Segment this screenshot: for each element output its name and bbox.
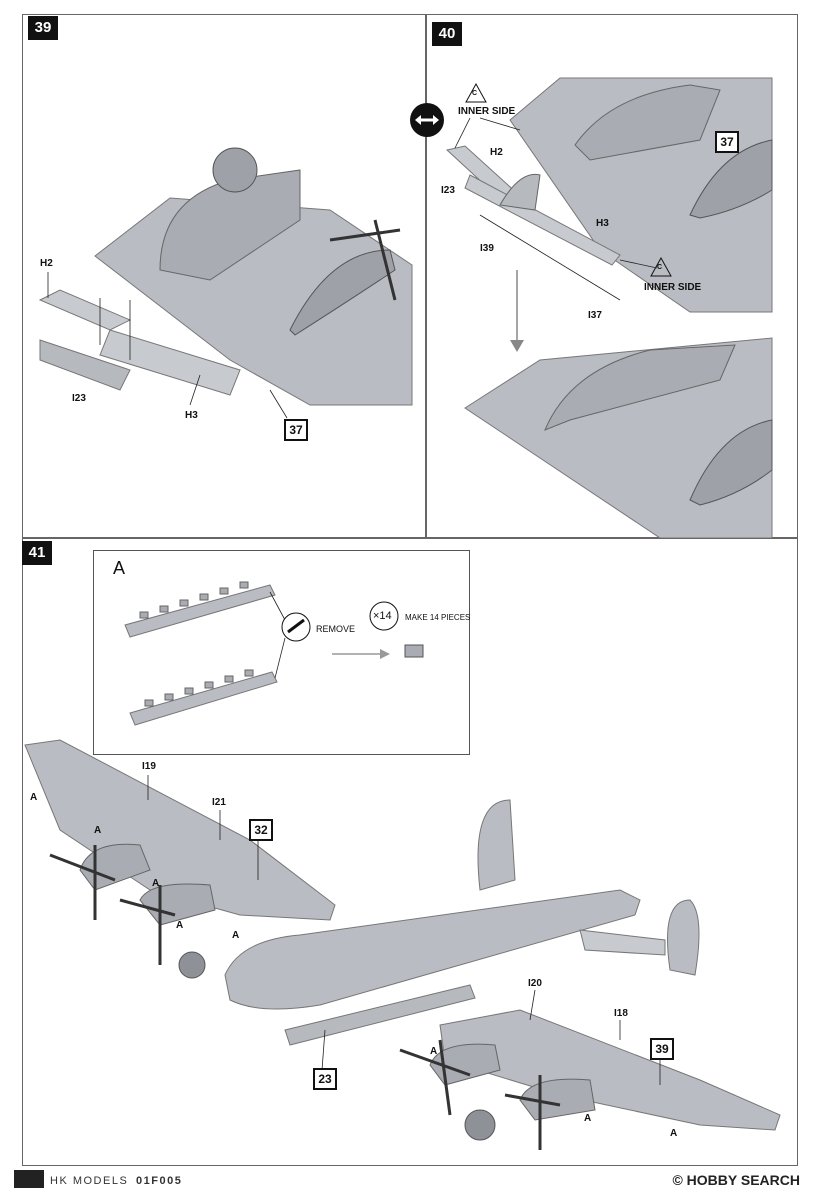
step-40-label-i23: I23	[441, 185, 455, 196]
step-41-a-engine-4: A	[232, 930, 240, 941]
brand-logo	[14, 1170, 44, 1188]
subassembly-a-label: A	[113, 558, 126, 578]
step-41-a-right-1: A	[430, 1046, 438, 1057]
step-40-label-i39: I39	[480, 243, 494, 254]
mirror-symmetry-icon	[410, 103, 444, 137]
step-40-label-h3: H3	[596, 218, 609, 229]
step-41-ref-23: 23	[313, 1068, 337, 1090]
footer-code: 01F005	[136, 1175, 183, 1187]
step-41-a-engine-1: A	[94, 825, 102, 836]
step-39-panel	[22, 14, 426, 538]
step-41-a-engine-3: A	[176, 920, 184, 931]
step-40-ref-37: 37	[715, 131, 739, 153]
step-41-ref-32: 32	[249, 819, 273, 841]
step-40-label-i37: I37	[588, 310, 602, 321]
multiplier-text: ×14	[373, 610, 392, 622]
step-39-ref-37: 37	[284, 419, 308, 441]
step-40-inner-side-badge-bottom: C	[657, 264, 663, 271]
step-40-inner-side-text-bottom: INNER SIDE	[644, 282, 702, 293]
step-41-number: 41	[22, 541, 52, 565]
step-41-label-i21: I21	[212, 797, 226, 808]
remove-text: REMOVE	[316, 624, 356, 634]
make-pieces-text: MAKE 14 PIECES	[405, 613, 471, 622]
step-40-inner-side-text-top: INNER SIDE	[458, 106, 516, 117]
step-41-label-i18: I18	[614, 1008, 628, 1019]
step-41-a-right-2: A	[584, 1113, 592, 1124]
step-39-label-i23: I23	[72, 393, 86, 404]
step-39-label-h3: H3	[185, 410, 198, 421]
step-41-a-left-tip: A	[30, 792, 38, 803]
step-40-label-h2: H2	[490, 147, 503, 158]
step-40-inner-side-badge-top: C	[472, 90, 478, 97]
step-40-number: 40	[432, 22, 462, 46]
step-41-label-i20: I20	[528, 978, 542, 989]
step-41-a-engine-2: A	[152, 878, 160, 889]
footer-brand: HK MODELS	[50, 1175, 129, 1187]
step-41-ref-39: 39	[650, 1038, 674, 1060]
step-39-label-h2: H2	[40, 258, 53, 269]
step-40-panel	[426, 14, 798, 538]
step-41-label-i19: I19	[142, 761, 156, 772]
subassembly-a-box	[93, 550, 470, 755]
step-39-number: 39	[28, 16, 58, 40]
step-41-a-right-tip: A	[670, 1128, 678, 1139]
watermark: © HOBBY SEARCH	[672, 1172, 800, 1188]
